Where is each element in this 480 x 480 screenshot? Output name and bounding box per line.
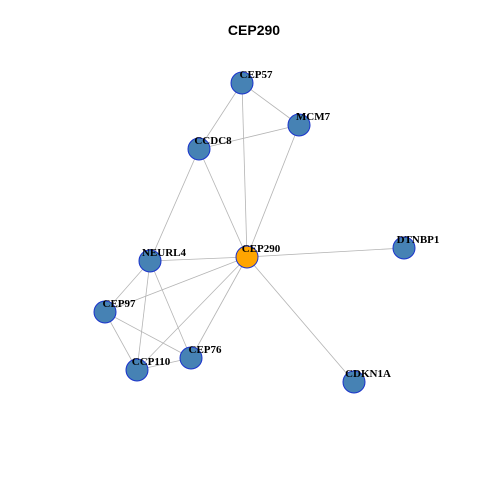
node-label-cep290: CEP290 <box>242 243 281 255</box>
node-label-cep57: CEP57 <box>240 69 274 81</box>
edge-cep97-cep76 <box>104 311 192 359</box>
node-label-cep97: CEP97 <box>103 298 137 310</box>
node-cep290 <box>235 245 259 269</box>
edge-neurl4-cep76 <box>149 260 192 359</box>
node-label-cdkn1a: CDKN1A <box>345 368 391 380</box>
node-label-ccdc8: CCDC8 <box>194 135 232 147</box>
edge-ccdc8-neurl4 <box>149 148 200 262</box>
node-label-cep76: CEP76 <box>189 344 223 356</box>
edge-cep290-cdkn1a <box>246 256 355 383</box>
node-cep76 <box>179 346 203 370</box>
edge-cep57-mcm7 <box>241 82 300 126</box>
edge-neurl4-cep290 <box>149 256 248 262</box>
node-cep97 <box>93 300 117 324</box>
edge-cep290-cep76 <box>190 256 248 359</box>
edge-cep290-dtnbp1 <box>246 247 405 258</box>
node-neurl4 <box>138 249 162 273</box>
edge-cep57-cep290 <box>241 82 248 258</box>
edge-mcm7-cep290 <box>246 124 300 258</box>
node-label-neurl4: NEURL4 <box>142 247 187 259</box>
edges-layer <box>104 82 405 383</box>
edge-cep57-ccdc8 <box>198 82 243 150</box>
node-label-mcm7: MCM7 <box>296 111 331 123</box>
node-ccdc8 <box>187 137 211 161</box>
nodes-layer <box>93 71 416 394</box>
edge-neurl4-ccp110 <box>136 260 151 371</box>
edge-mcm7-ccdc8 <box>198 124 300 150</box>
node-label-ccp110: CCP110 <box>132 356 171 368</box>
edge-cep290-ccp110 <box>136 256 248 371</box>
node-label-dtnbp1: DTNBP1 <box>397 234 440 246</box>
node-cdkn1a <box>342 370 366 394</box>
edge-cep290-cep97 <box>104 256 248 313</box>
node-cep57 <box>230 71 254 95</box>
graph-title: CEP290 <box>228 22 280 38</box>
node-mcm7 <box>287 113 311 137</box>
edge-ccdc8-cep290 <box>198 148 248 258</box>
node-dtnbp1 <box>392 236 416 260</box>
node-ccp110 <box>125 358 149 382</box>
